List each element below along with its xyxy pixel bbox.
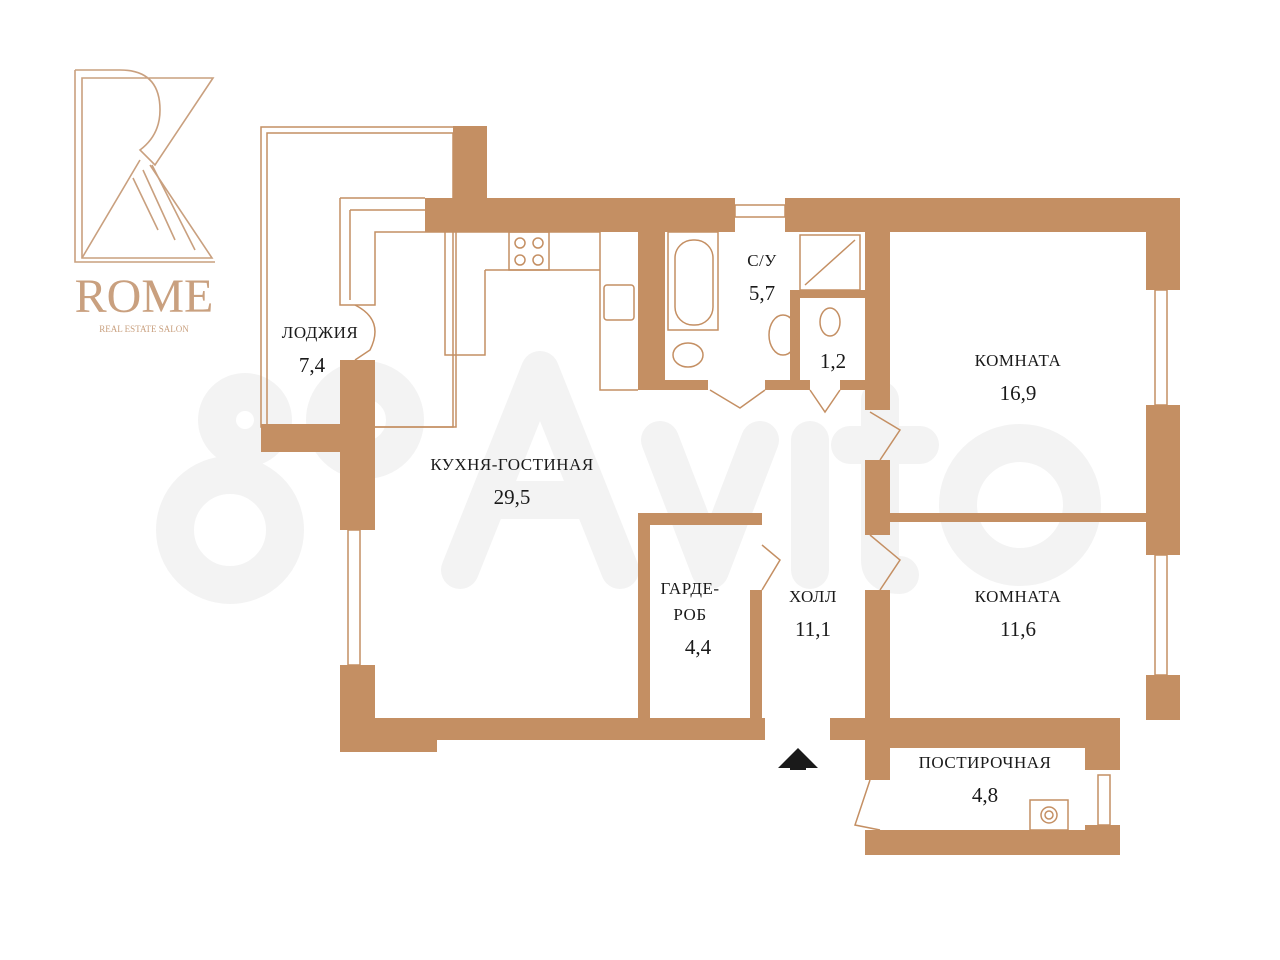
room-area-hall: 11,1 [795, 617, 831, 641]
room-area-wardrobe: 4,4 [685, 635, 712, 659]
room-area-toilet: 1,2 [820, 349, 846, 373]
room-area-loggia: 7,4 [299, 353, 326, 377]
logo-brand: ROME [75, 270, 214, 323]
room-name-hall: ХОЛЛ [789, 587, 837, 606]
room-area-kitchen: 29,5 [494, 485, 531, 509]
rome-logo [74, 69, 215, 263]
room-name-room1: КОМНАТА [975, 351, 1062, 370]
room-area-room2: 11,6 [1000, 617, 1036, 641]
room-area-laundry: 4,8 [972, 783, 998, 807]
walls [340, 198, 1180, 855]
room-name-kitchen: КУХНЯ-ГОСТИНАЯ [430, 455, 593, 474]
room-name-bathroom: С/У [747, 251, 777, 270]
room-area-bathroom: 5,7 [749, 281, 775, 305]
room-area-room1: 16,9 [1000, 381, 1037, 405]
entrance-arrow-icon [778, 748, 818, 770]
room-name-wardrobe: ГАРДЕ- [660, 579, 719, 598]
room-name-laundry: ПОСТИРОЧНАЯ [919, 753, 1052, 772]
room-name-wardrobe-2: РОБ [673, 605, 706, 624]
logo-tagline: REAL ESTATE SALON [99, 324, 189, 334]
room-name-loggia: ЛОДЖИЯ [282, 323, 358, 342]
room-name-room2: КОМНАТА [975, 587, 1062, 606]
watermark-graphic [156, 351, 1101, 604]
